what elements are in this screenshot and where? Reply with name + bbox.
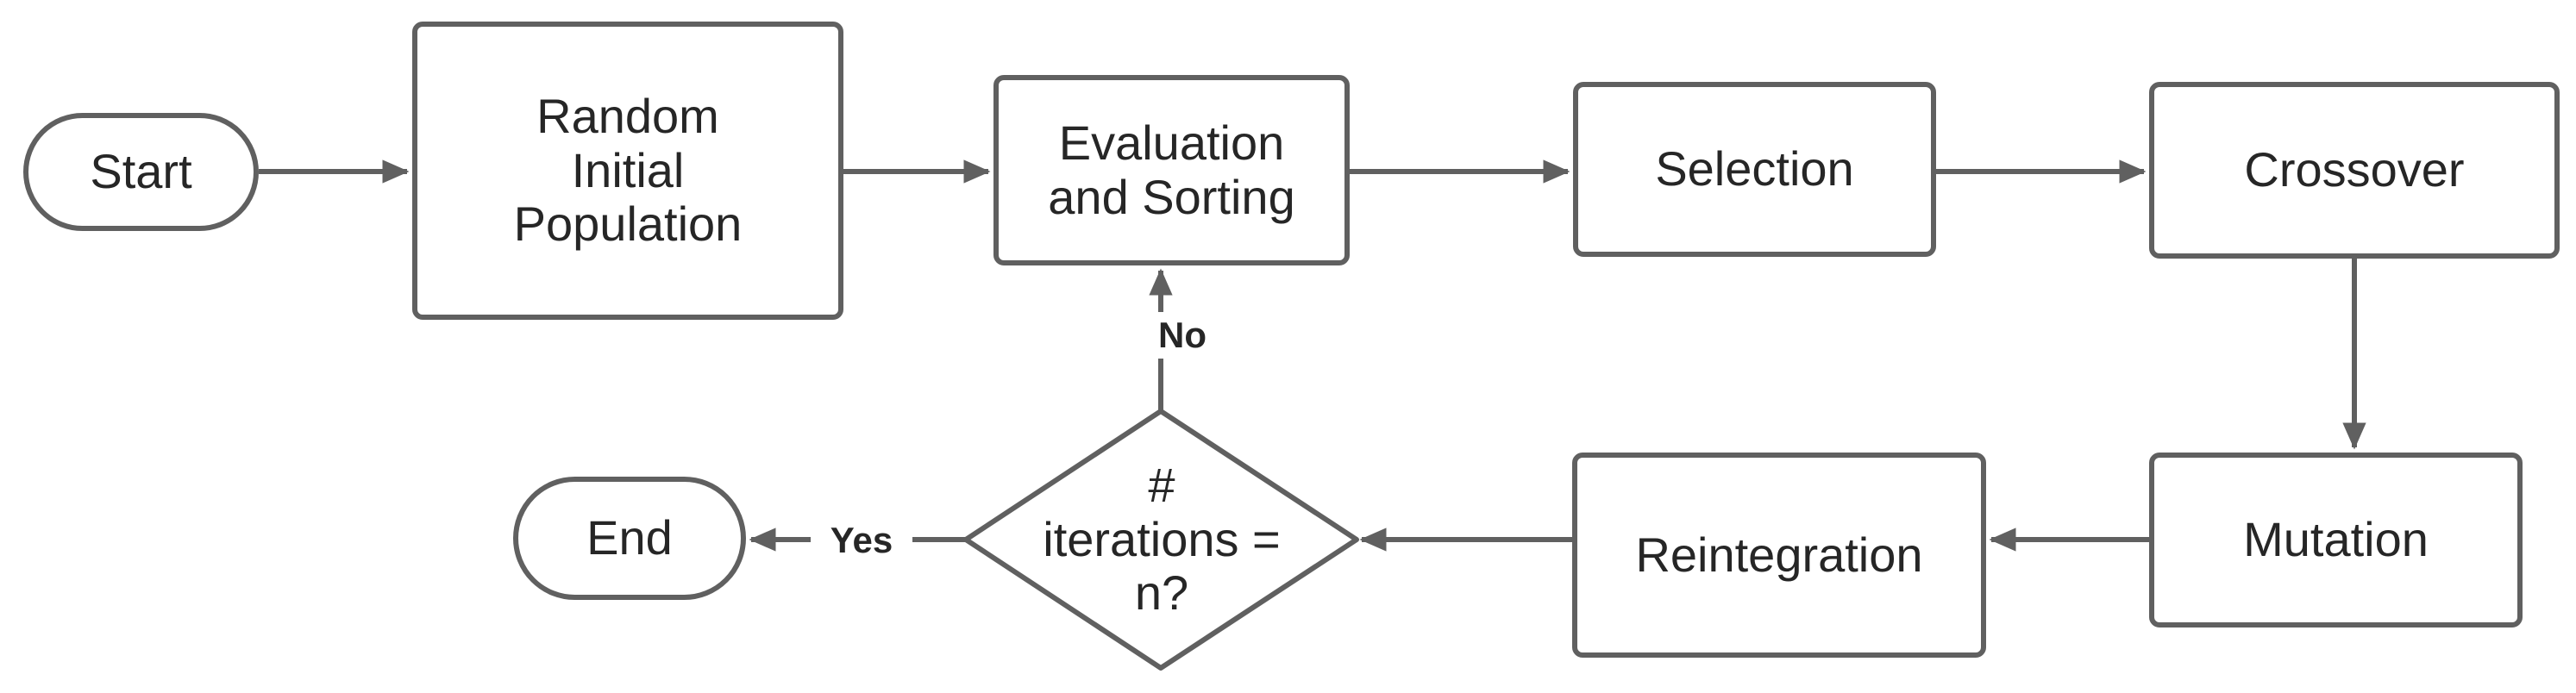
node-iterations-decision-shape[interactable]: [963, 409, 1359, 671]
node-reintegration-shape[interactable]: [1572, 453, 1986, 658]
node-start-shape[interactable]: [23, 113, 259, 231]
node-crossover-shape[interactable]: [2149, 82, 2560, 259]
node-selection-shape[interactable]: [1573, 82, 1936, 257]
node-random-initial-population-shape[interactable]: [412, 22, 843, 320]
node-evaluation-and-sorting-shape[interactable]: [993, 75, 1350, 265]
node-end-shape[interactable]: [513, 477, 746, 600]
node-mutation-shape[interactable]: [2149, 453, 2523, 627]
